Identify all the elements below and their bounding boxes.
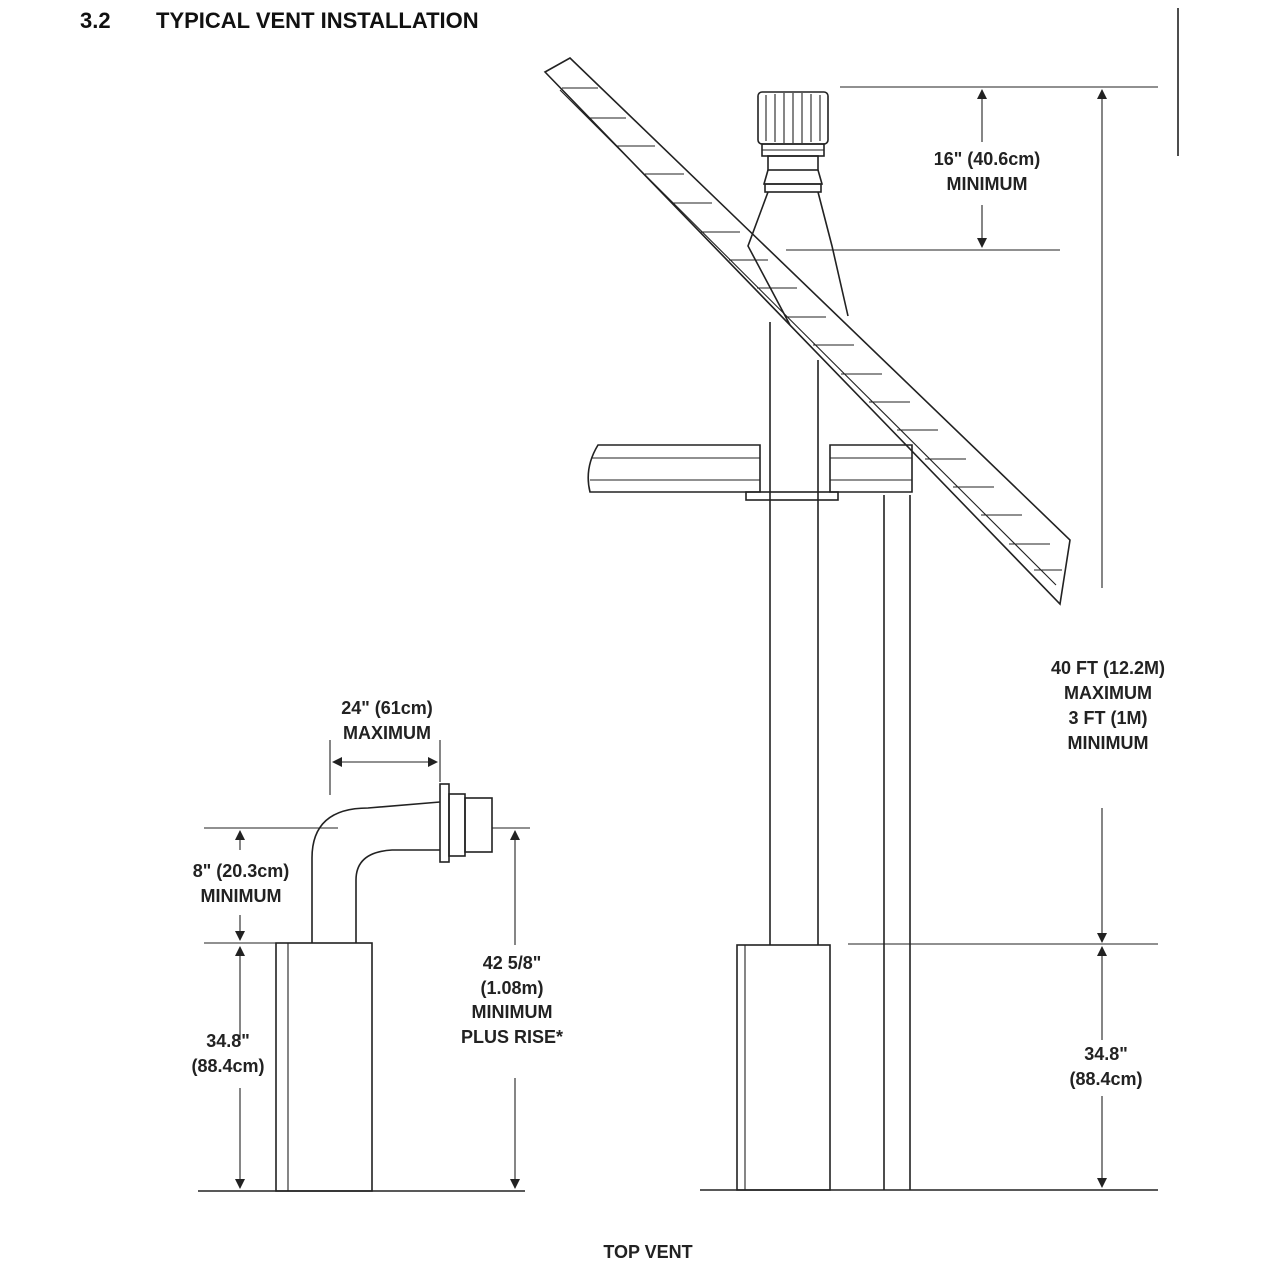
ceiling-joist (587, 444, 913, 501)
cap-height-label-1: 16" (40.6cm) (934, 149, 1041, 169)
section-number: 3.2 (80, 8, 111, 33)
vertical-vent-pipe (769, 322, 911, 1190)
vertical-run-label-4: MINIMUM (1068, 733, 1149, 753)
rise-label-2: MINIMUM (201, 886, 282, 906)
vertical-run-label-2: MAXIMUM (1064, 683, 1152, 703)
right-appliance-label-1: 34.8" (1084, 1044, 1128, 1064)
wall-height-label-3: MINIMUM (472, 1002, 553, 1022)
left-appliance-label-1: 34.8" (206, 1031, 250, 1051)
elbow-vent-pipe (311, 783, 493, 943)
vertical-run-label-3: 3 FT (1M) (1069, 708, 1148, 728)
wall-height-label-1: 42 5/8" (483, 953, 542, 973)
right-appliance (736, 944, 831, 1191)
horizontal-run-label-1: 24" (61cm) (341, 698, 433, 718)
vent-cap-icon (747, 91, 849, 326)
horizontal-run-label-2: MAXIMUM (343, 723, 431, 743)
rise-label-1: 8" (20.3cm) (193, 861, 290, 881)
left-appliance (275, 942, 373, 1192)
sloped-roof (543, 57, 1071, 606)
section-title: TYPICAL VENT INSTALLATION (156, 8, 479, 33)
right-appliance-label-2: (88.4cm) (1069, 1069, 1142, 1089)
left-appliance-label-2: (88.4cm) (191, 1056, 264, 1076)
figure-caption: TOP VENT (603, 1242, 692, 1262)
wall-height-label-4: PLUS RISE* (461, 1027, 563, 1047)
wall-height-label-2: (1.08m) (480, 978, 543, 998)
cap-height-label-2: MINIMUM (947, 174, 1028, 194)
vertical-run-label-1: 40 FT (12.2M) (1051, 658, 1165, 678)
